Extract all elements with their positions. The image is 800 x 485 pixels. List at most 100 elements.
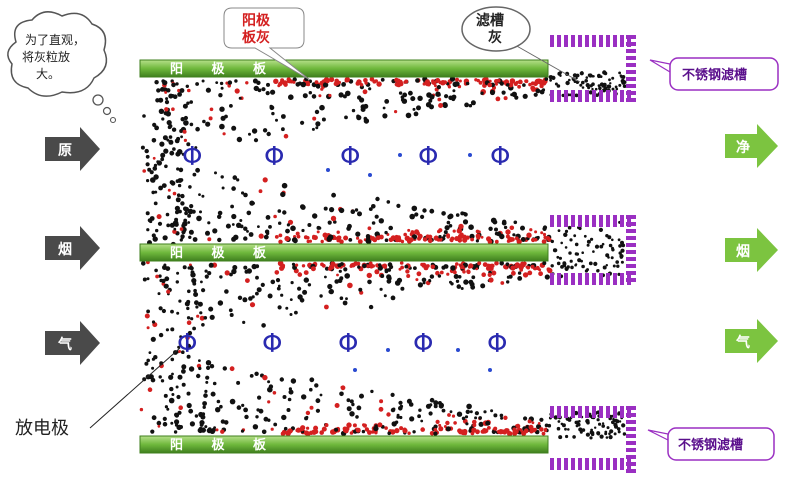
dust-particle	[193, 292, 199, 297]
dust-particle	[515, 81, 519, 85]
dust-particle	[192, 326, 197, 331]
dust-particle	[464, 102, 469, 108]
dust-particle	[490, 217, 497, 224]
dust-particle	[608, 78, 611, 82]
dust-particle	[321, 117, 326, 122]
dust-particle	[219, 275, 223, 279]
dust-particle	[366, 238, 372, 245]
dust-particle	[185, 84, 189, 89]
dust-particle	[355, 231, 361, 237]
dust-particle	[336, 235, 342, 241]
dust-particle	[196, 373, 201, 379]
dust-particle	[319, 104, 325, 111]
dust-particle	[567, 418, 572, 422]
dust-particle	[339, 296, 344, 301]
trough-tooth	[585, 458, 589, 470]
dust-particle	[302, 289, 308, 295]
dust-particle	[146, 326, 150, 330]
trough-tooth	[606, 406, 610, 418]
dust-particle	[368, 87, 372, 91]
dust-particle	[182, 103, 188, 109]
trough-tooth	[550, 406, 554, 418]
dust-particle	[462, 211, 467, 216]
dust-particle	[523, 428, 529, 434]
dust-particle	[522, 272, 529, 278]
plate-label-middle: 阳 极 板	[170, 245, 278, 261]
dust-particle	[151, 366, 155, 370]
dust-particle	[539, 84, 543, 89]
dust-particle	[327, 234, 334, 240]
dust-particle	[463, 431, 468, 436]
filter-trough-top	[550, 35, 636, 102]
dust-particle	[556, 84, 561, 88]
dust-particle	[622, 432, 627, 436]
dust-particle	[509, 225, 515, 231]
dust-particle	[437, 97, 442, 102]
dust-particle	[402, 428, 408, 434]
dust-particle	[189, 421, 195, 427]
dust-particle	[510, 93, 513, 97]
dust-particle	[500, 416, 504, 420]
dust-particle	[433, 427, 438, 432]
dust-particle	[209, 107, 214, 112]
dust-particle	[231, 223, 235, 226]
dust-particle	[618, 251, 622, 255]
dust-particle	[288, 389, 294, 395]
dust-particle	[471, 427, 477, 433]
dust-particle	[258, 233, 264, 239]
dust-particle	[493, 426, 498, 431]
dust-particle	[400, 98, 405, 102]
dust-particle	[194, 300, 199, 306]
dust-particle	[180, 135, 184, 139]
dust-particle	[384, 269, 389, 274]
dust-particle	[375, 196, 380, 202]
electrode-symbol: Φ	[262, 329, 282, 359]
dust-particle	[181, 223, 186, 228]
dust-particle	[236, 136, 243, 143]
dust-particle	[560, 265, 564, 269]
dust-particle	[170, 357, 175, 362]
dust-particle	[437, 93, 441, 97]
dust-particle	[311, 127, 315, 131]
dust-particle	[146, 228, 150, 232]
dust-particle	[441, 408, 446, 413]
dust-particle	[443, 264, 448, 269]
dust-particle	[172, 94, 178, 99]
dust-particle	[514, 236, 519, 241]
dust-particle	[230, 204, 235, 209]
trough-tooth	[626, 84, 636, 88]
trough-tooth	[564, 215, 568, 227]
dust-particle	[601, 422, 605, 425]
dust-particle	[597, 73, 601, 78]
dust-particle	[369, 77, 375, 82]
trough-tooth	[550, 215, 554, 227]
dust-particle	[611, 238, 614, 242]
dust-particle	[431, 80, 435, 85]
dust-particle	[283, 426, 288, 431]
dust-particle	[198, 366, 202, 371]
dust-particle	[220, 429, 225, 434]
dust-particle	[275, 278, 281, 283]
dust-particle	[266, 131, 271, 137]
dust-particle	[165, 266, 171, 271]
trough-tooth	[626, 469, 636, 473]
dust-particle	[281, 114, 285, 118]
dust-particle	[342, 300, 348, 306]
dust-particle	[428, 98, 433, 103]
dust-particle	[265, 91, 270, 96]
dust-particle	[168, 397, 175, 404]
trough-tooth	[564, 406, 568, 418]
dust-particle	[190, 317, 194, 321]
dust-particle	[503, 96, 508, 101]
dust-particle	[270, 279, 276, 285]
dust-particle	[462, 270, 466, 274]
dust-particle	[327, 283, 333, 290]
dust-particle	[608, 435, 613, 440]
dust-particle	[315, 83, 321, 89]
dust-particle	[368, 173, 372, 177]
dust-particle	[453, 421, 457, 425]
trough-tooth	[626, 56, 636, 60]
dust-particle	[400, 265, 404, 270]
dust-particle	[249, 374, 254, 378]
dust-particle	[455, 213, 460, 217]
